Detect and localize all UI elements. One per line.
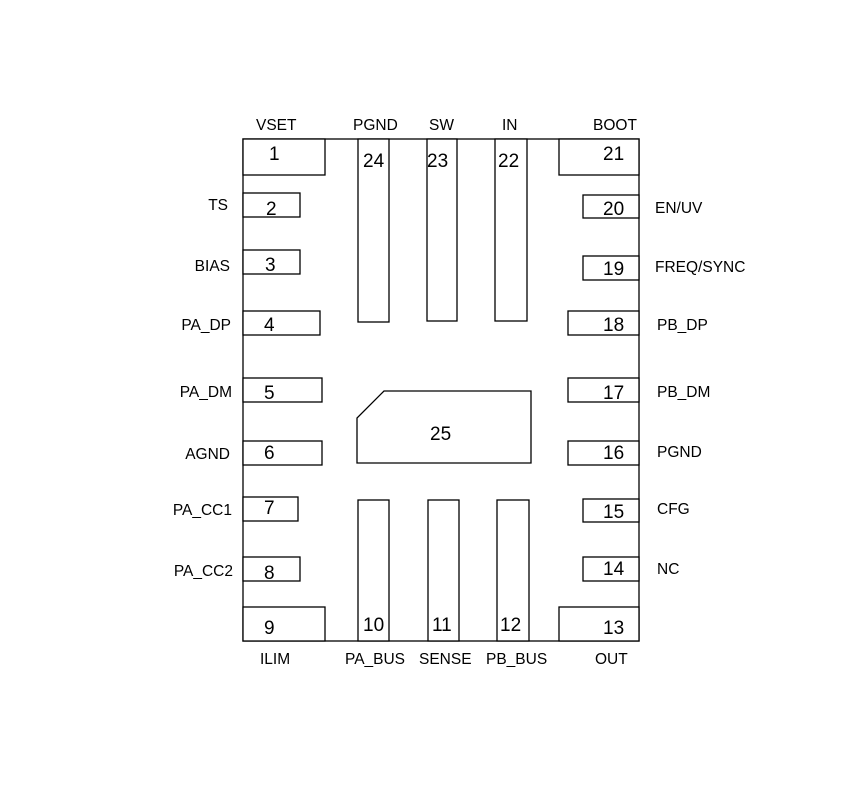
pin-8 (242, 556, 301, 582)
pin-number: 12 (500, 615, 521, 636)
pin-number: 1 (269, 144, 280, 165)
pin-name: PB_DP (657, 317, 708, 334)
pin-number: 16 (603, 443, 624, 464)
pin-name: FREQ/SYNC (655, 259, 745, 276)
pin-number: 24 (363, 151, 385, 172)
pin-number: 8 (264, 563, 275, 584)
pin-16 (567, 440, 640, 466)
pin-21 (558, 138, 640, 176)
pin-name: IN (502, 117, 518, 134)
pin-name: ILIM (260, 651, 290, 668)
pin-number: 21 (603, 144, 624, 165)
pin-4 (242, 310, 321, 336)
pin-number: 5 (264, 383, 275, 404)
pin-name: PGND (353, 117, 398, 134)
pin-number: 14 (603, 559, 625, 580)
pin-name: OUT (595, 651, 628, 668)
pin-number: 2 (266, 199, 277, 220)
pin-name: CFG (657, 501, 690, 518)
pin-10 (357, 499, 390, 642)
pin-name: PA_DM (180, 384, 232, 401)
pin-number: 15 (603, 502, 624, 523)
pin-13 (558, 606, 640, 642)
pin-number: 19 (603, 259, 624, 280)
pin-12 (496, 499, 530, 642)
pin-name: VSET (256, 117, 297, 134)
pin-name: AGND (185, 446, 230, 463)
pin-number: 23 (427, 151, 448, 172)
pin-7 (242, 496, 299, 522)
pin-name: PA_CC1 (173, 502, 232, 519)
pin-19 (582, 255, 640, 281)
pin-number: 20 (603, 199, 624, 220)
pin-number: 13 (603, 618, 624, 639)
pin-name: PB_BUS (486, 651, 547, 668)
pin-number: 18 (603, 315, 624, 336)
pin-number: 9 (264, 618, 275, 639)
pin-22 (494, 138, 528, 322)
pin-name: SW (429, 117, 454, 134)
pin-number: 11 (432, 615, 452, 636)
pin-24 (357, 138, 390, 323)
pin-6 (242, 440, 323, 466)
pin-name: SENSE (419, 651, 472, 668)
pin-18 (567, 310, 640, 336)
pin-name: PGND (657, 444, 702, 461)
pin-name: NC (657, 561, 679, 578)
pin-name: EN/UV (655, 200, 703, 217)
pin-1 (242, 138, 326, 176)
pin-20 (582, 194, 640, 219)
pin-number: 17 (603, 383, 624, 404)
pin-number: 10 (363, 615, 384, 636)
pin-name: PA_DP (181, 317, 231, 334)
pin-name: PA_BUS (345, 651, 405, 668)
pin-name: TS (208, 197, 228, 214)
pin-2 (242, 192, 301, 218)
pin-15 (582, 498, 640, 523)
pin-9 (242, 606, 326, 642)
pin-number: 22 (498, 151, 519, 172)
pin-name: PB_DM (657, 384, 710, 401)
pin-5 (242, 377, 323, 403)
pin-number: 7 (264, 498, 275, 519)
pin-23 (426, 138, 458, 322)
pin-17 (567, 377, 640, 403)
pin-3 (242, 249, 301, 275)
pin-number: 4 (264, 315, 275, 336)
pin-name: PA_CC2 (174, 563, 233, 580)
pin-number: 25 (430, 424, 451, 445)
pin-name: BIAS (195, 258, 230, 275)
pin-11 (427, 499, 460, 642)
pin-number: 3 (265, 255, 276, 276)
pin-14 (582, 556, 640, 582)
pin-number: 6 (264, 443, 275, 464)
thermal-pad (356, 390, 532, 464)
pin-name: BOOT (593, 117, 637, 134)
